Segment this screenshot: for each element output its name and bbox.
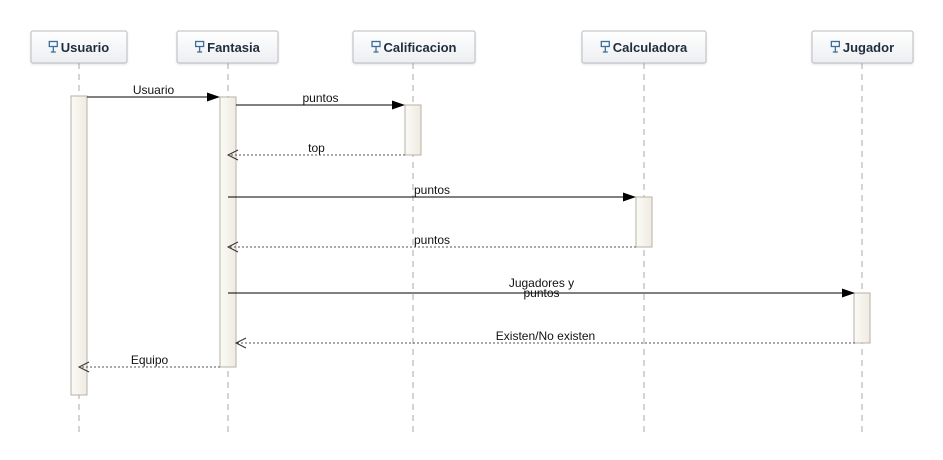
return-arrow-7[interactable]: Equipo bbox=[77, 353, 220, 373]
participant-box bbox=[352, 30, 476, 64]
activation-bar-usuario bbox=[70, 95, 88, 396]
component-icon bbox=[830, 40, 841, 53]
message-label: Equipo bbox=[131, 353, 169, 367]
component-icon bbox=[194, 40, 205, 53]
arrowhead-filled bbox=[207, 92, 220, 102]
message-label: Jugadores y bbox=[509, 276, 574, 290]
message-label: puntos bbox=[302, 91, 338, 105]
participant-fantasia[interactable]: Fantasia bbox=[176, 30, 279, 64]
message-label: Usuario bbox=[133, 83, 175, 97]
participant-label: Calificacion bbox=[384, 40, 457, 55]
arrowhead-filled bbox=[623, 192, 636, 202]
participant-label: Usuario bbox=[61, 40, 109, 55]
component-icon bbox=[600, 40, 610, 53]
activation-bar-fantasia bbox=[219, 96, 237, 368]
return-arrow-6[interactable]: Existen/No existen bbox=[234, 329, 855, 349]
message-label: top bbox=[308, 141, 325, 155]
activation-bar-jugador bbox=[853, 292, 871, 344]
participant-box bbox=[811, 30, 914, 64]
participant-calculadora[interactable]: Calculadora bbox=[581, 30, 707, 64]
arrowhead-filled bbox=[842, 288, 855, 298]
participant-label: Calculadora bbox=[613, 40, 688, 55]
message-label: puntos bbox=[414, 183, 450, 197]
participant-box bbox=[581, 30, 707, 64]
return-arrow-4[interactable]: puntos bbox=[226, 233, 636, 253]
call-arrow-0[interactable]: Usuario bbox=[87, 83, 220, 102]
message-label: puntos bbox=[414, 233, 450, 247]
arrowhead-open bbox=[234, 337, 247, 349]
activation-bar-calificacion bbox=[404, 104, 422, 156]
call-arrow-3[interactable]: puntos bbox=[228, 183, 636, 202]
participant-label: Jugador bbox=[843, 40, 894, 55]
message-label: Existen/No existen bbox=[496, 329, 595, 343]
arrowhead-filled bbox=[392, 100, 405, 110]
arrowhead-open bbox=[226, 149, 239, 161]
message-label: puntos bbox=[523, 286, 559, 300]
component-icon bbox=[48, 40, 58, 53]
participant-calificacion[interactable]: Calificacion bbox=[352, 30, 476, 64]
arrowhead-open bbox=[226, 241, 239, 253]
participant-jugador[interactable]: Jugador bbox=[811, 30, 914, 64]
return-arrow-2[interactable]: top bbox=[226, 141, 405, 161]
participant-box bbox=[176, 30, 279, 64]
arrowhead-open bbox=[77, 361, 90, 373]
participant-label: Fantasia bbox=[207, 40, 261, 55]
activation-bar-calculadora bbox=[635, 196, 653, 248]
participant-box bbox=[30, 30, 128, 64]
component-icon bbox=[371, 40, 381, 53]
participant-usuario[interactable]: Usuario bbox=[30, 30, 128, 64]
call-arrow-1[interactable]: puntos bbox=[236, 91, 405, 110]
